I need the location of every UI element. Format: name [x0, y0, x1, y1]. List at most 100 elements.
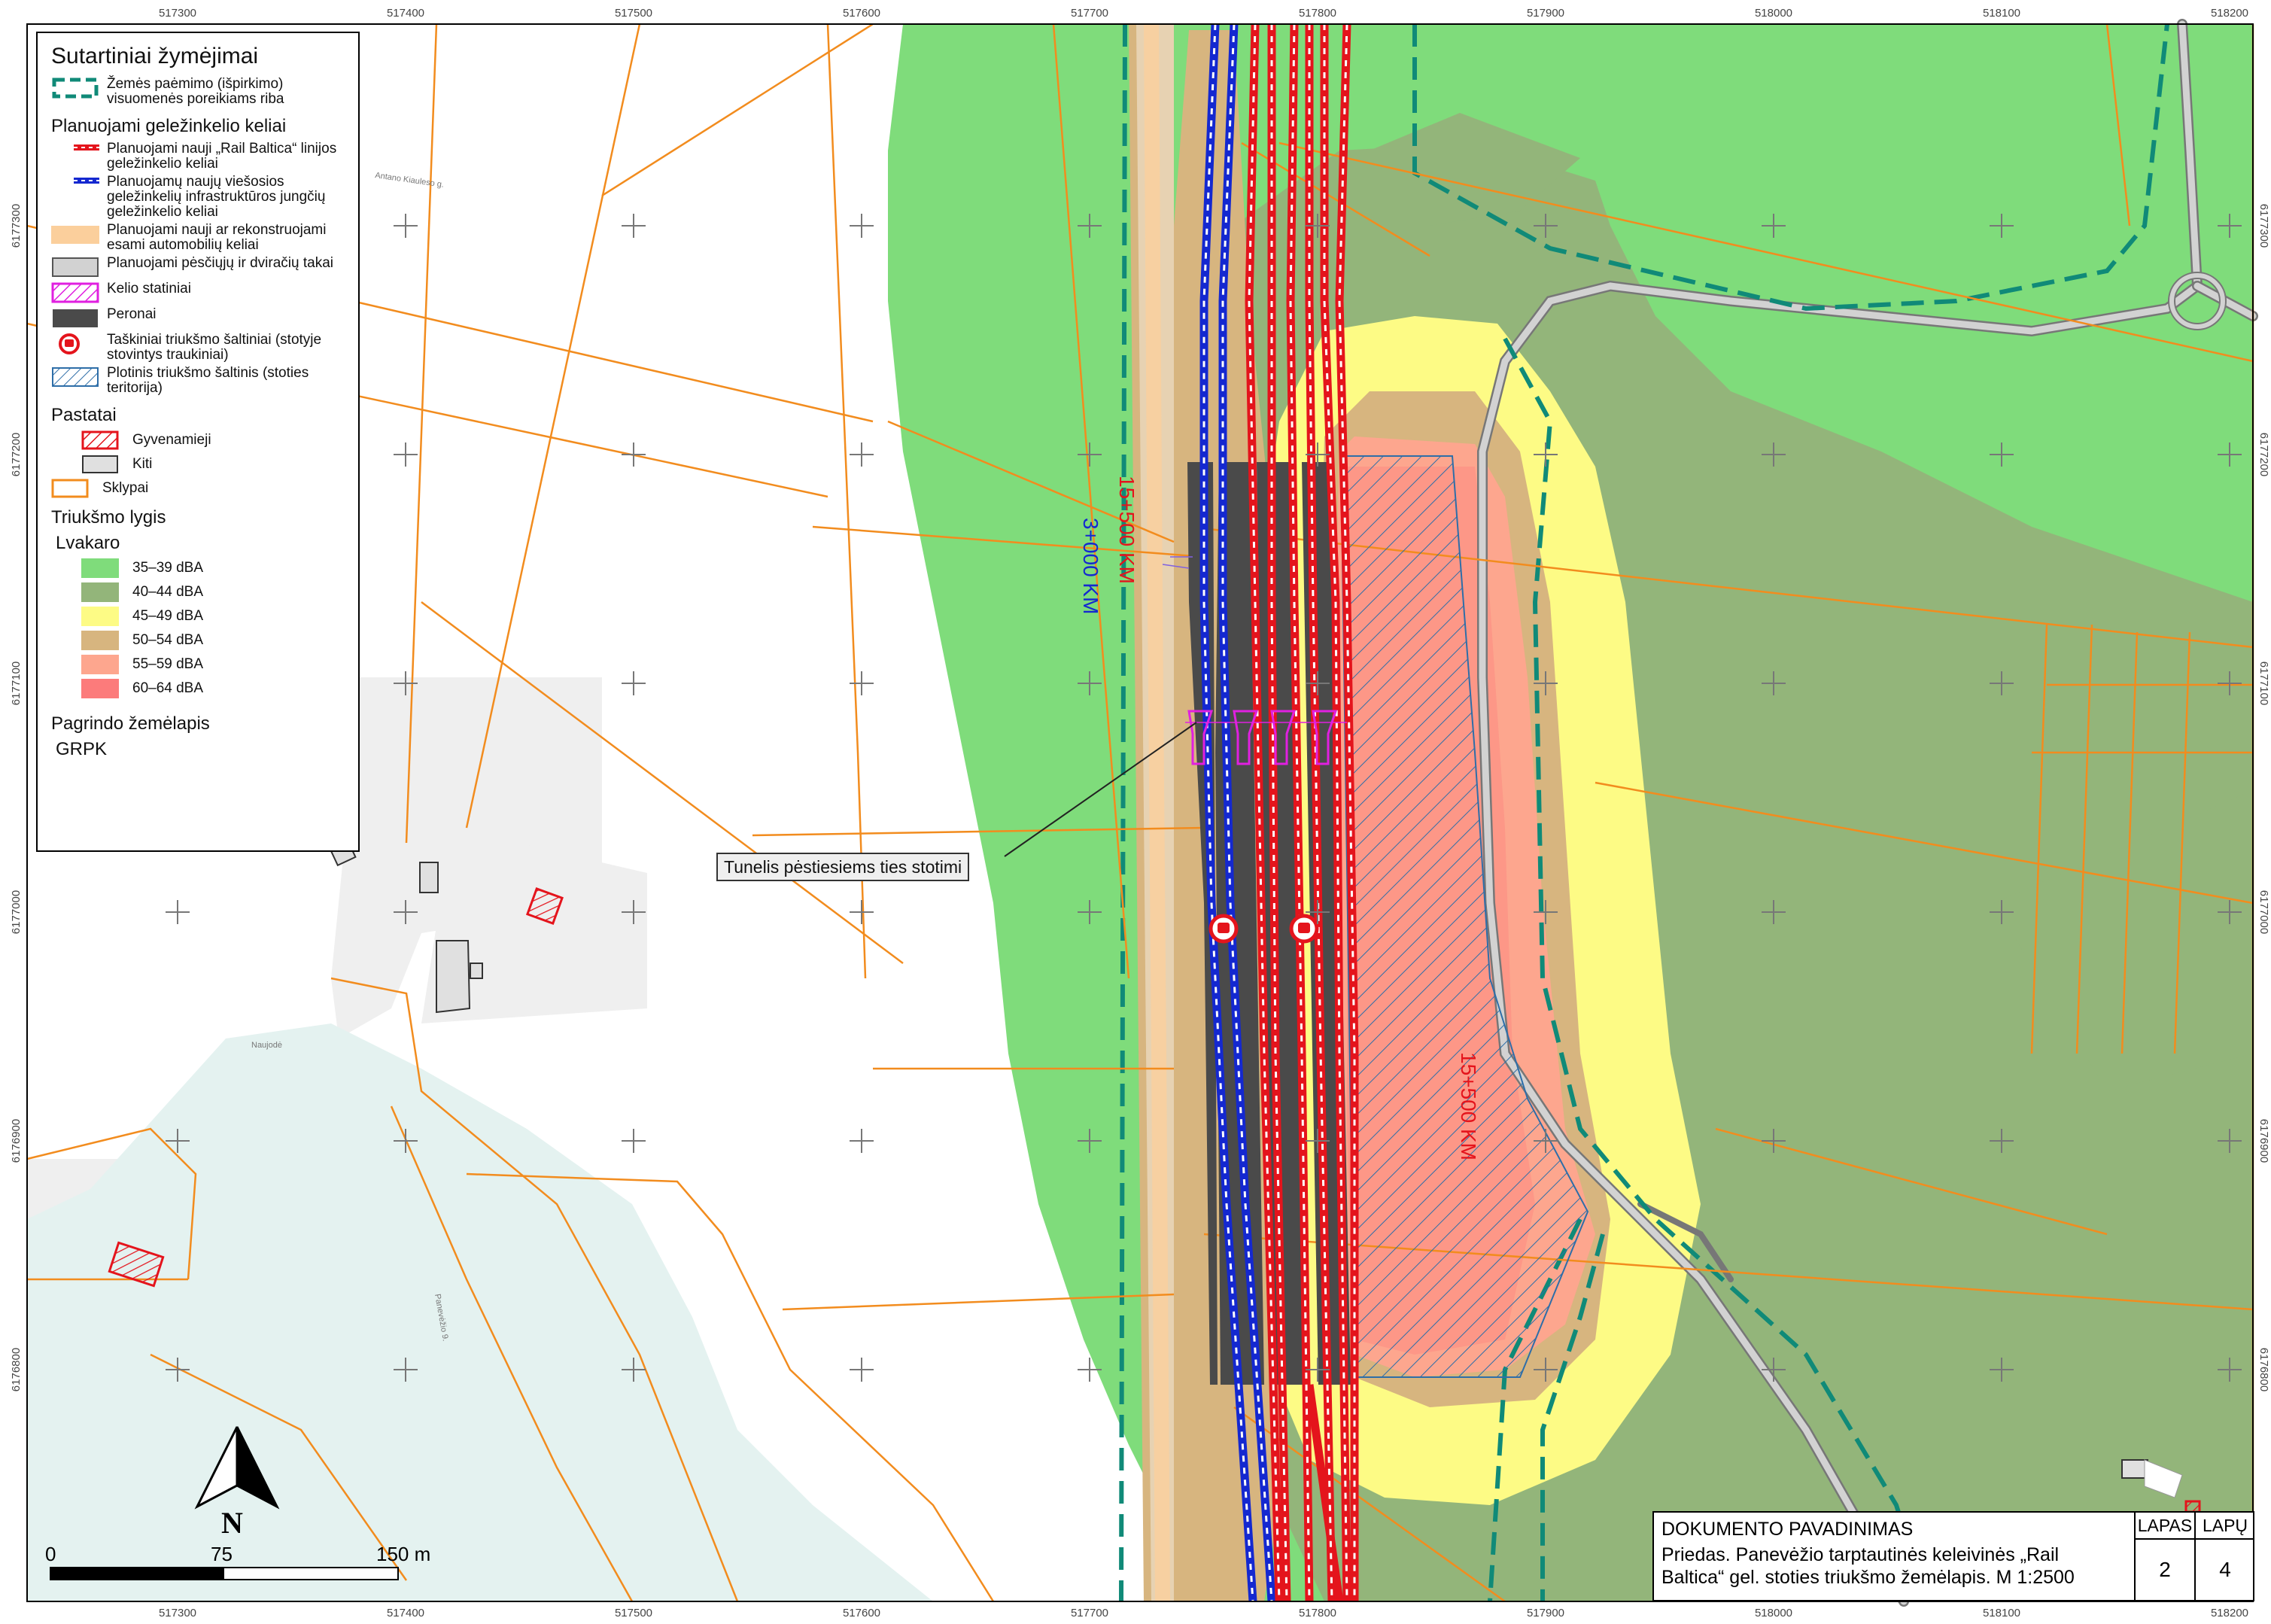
chainage-public: 3+000 KM	[1079, 518, 1102, 614]
x-coord-label: 517900	[1527, 1607, 1564, 1619]
legend-land-take: Žemės paėmimo (išpirkimo) visuomenės por…	[51, 77, 345, 107]
y-coord-label: 6176800	[2257, 1348, 2270, 1391]
y-coord-label: 6177100	[10, 661, 23, 705]
document-name: DOKUMENTO PAVADINIMAS	[1661, 1519, 1914, 1540]
y-coord-label: 6177200	[10, 433, 23, 476]
y-coord-label: 6177000	[10, 890, 23, 934]
legend-platforms: Peronai	[51, 307, 345, 330]
rail-baltica-dash	[1248, 23, 1356, 1602]
x-coord-label: 517900	[1527, 7, 1564, 20]
scale-label-75: 75	[211, 1543, 233, 1565]
x-coord-label: 517500	[615, 7, 652, 20]
sheet-count: LAPŲ 4	[2196, 1513, 2254, 1600]
scale-label-150: 150 m	[376, 1543, 431, 1565]
legend-noise-60-64: 60–64 dBA	[81, 679, 345, 698]
legend-bridges: Kelio statiniai	[51, 281, 345, 304]
basemap-water-area	[27, 1023, 933, 1601]
roads	[1477, 19, 2258, 1607]
scale-bar: 0 75 150 m	[45, 1543, 436, 1595]
legend-residential: Gyvenamieji	[81, 430, 345, 450]
legend-paths: Planuojami pėsčiųjų ir dviračių takai	[51, 256, 345, 278]
x-coord-label: 517800	[1299, 7, 1336, 20]
noise-swatch	[81, 679, 119, 698]
legend-panel: Sutartiniai žymėjimai Žemės paėmimo (išp…	[36, 32, 360, 852]
north-arrow: N	[188, 1422, 286, 1543]
y-coord-label: 6177100	[2257, 661, 2270, 705]
y-coord-label: 6177300	[2257, 204, 2270, 248]
tunnel-label: Tunelis pėstiesiems ties stotimi	[716, 853, 970, 881]
x-coord-label: 518000	[1755, 1607, 1792, 1619]
north-label: N	[221, 1506, 243, 1540]
legend-title: Sutartiniai žymėjimai	[51, 44, 259, 68]
buildings	[108, 831, 2201, 1513]
legend-noise-heading: Triukšmo lygis	[51, 507, 166, 528]
legend-basemap-heading: Pagrindo žemėlapis	[51, 713, 210, 734]
legend-noise-50-54: 50–54 dBA	[81, 631, 345, 650]
noise-swatch	[81, 631, 119, 650]
legend-noise-levels: 35–39 dBA 40–44 dBA 45–49 dBA 50–54 dBA …	[51, 558, 345, 698]
scale-segment-white	[223, 1567, 399, 1580]
y-coord-label: 6176800	[10, 1348, 23, 1391]
x-coord-label: 517700	[1071, 1607, 1108, 1619]
rail-public-dash	[1202, 23, 1273, 1602]
y-coord-label: 6177000	[2257, 890, 2270, 934]
x-coord-label: 517700	[1071, 7, 1108, 20]
bridge-structures	[1185, 710, 1347, 765]
y-coord-label: 6177300	[10, 204, 23, 248]
x-coord-label: 517400	[387, 1607, 424, 1619]
legend-noise-40-44: 40–44 dBA	[81, 582, 345, 602]
x-coord-label: 517600	[843, 7, 880, 20]
y-coord-label: 6176900	[2257, 1119, 2270, 1163]
x-coord-label: 517800	[1299, 1607, 1336, 1619]
planned-road	[1144, 24, 1170, 1601]
x-coord-label: 518100	[1983, 1607, 2020, 1619]
legend-noise-sub: Lvakaro	[56, 533, 120, 553]
legend-roads: Planuojami nauji ar rekonstruojami esami…	[51, 223, 345, 253]
x-coord-label: 517300	[159, 1607, 196, 1619]
legend-rail-rb: Planuojami nauji „Rail Baltica“ linijos …	[74, 141, 337, 172]
legend-area-noise: Plotinis triukšmo šaltinis (stoties teri…	[51, 366, 345, 396]
tunnel-leader	[1004, 722, 1197, 857]
scale-segment-black	[50, 1567, 224, 1580]
document-description: Priedas. Panevėžio tarptautinės keleivin…	[1661, 1544, 2075, 1588]
noise-swatch	[81, 582, 119, 602]
legend-buildings-heading: Pastatai	[51, 405, 117, 425]
x-coords-top: 517300 517400 517500 517600 517700 517800 5179…	[159, 7, 2248, 20]
noise-swatch	[81, 655, 119, 674]
legend-other-buildings: Kiti	[81, 455, 345, 474]
scale-label-0: 0	[45, 1543, 56, 1565]
grid-crosses	[166, 214, 2242, 1382]
noise-swatch	[81, 558, 119, 578]
x-coord-label: 518000	[1755, 7, 1792, 20]
y-coord-label: 6176900	[10, 1119, 23, 1163]
x-coord-label: 517500	[615, 1607, 652, 1619]
point-noise-sources	[1208, 914, 1319, 944]
legend-noise-35-39: 35–39 dBA	[81, 558, 345, 578]
north-arrow-icon	[194, 1426, 280, 1510]
x-coord-label: 518100	[1983, 7, 2020, 20]
legend-basemap: GRPK	[56, 739, 108, 759]
place-label: Naujodė	[251, 1041, 282, 1050]
sheet-number: LAPAS 2	[2136, 1513, 2196, 1600]
map-frame	[26, 23, 2254, 1602]
chainage-rb-right: 15+500 KM	[1457, 1052, 1480, 1160]
y-coord-label: 6177200	[2257, 433, 2270, 476]
x-coord-label: 517400	[387, 7, 424, 20]
x-coord-label: 517300	[159, 7, 196, 20]
y-coords-right: 6177300 6177200 6177100 6177000 6176900 61768…	[2257, 204, 2270, 1391]
legend-noise-45-49: 45–49 dBA	[81, 607, 345, 626]
legend-rail-heading: Planuojami geležinkelio keliai	[51, 116, 287, 136]
legend-plots: Sklypai	[51, 479, 345, 498]
legend-noise-55-59: 55–59 dBA	[81, 655, 345, 674]
y-coords-left: 6177300 6177200 6177100 6177000 6176900 61768…	[10, 204, 23, 1391]
x-coord-label: 518200	[2211, 7, 2248, 20]
x-coord-label: 517600	[843, 1607, 880, 1619]
x-coords-bottom: 517300 517400 517500 517600 517700 517800 5179…	[159, 1607, 2248, 1619]
legend-point-noise: Taškiniai triukšmo šaltiniai (stotyje st…	[51, 333, 345, 363]
area-noise-source	[1339, 455, 1589, 1378]
title-block: DOKUMENTO PAVADINIMAS Priedas. Panevėžio…	[1652, 1511, 2254, 1601]
legend-rail-public: Planuojamų naujų viešosios geležinkelių …	[74, 174, 326, 220]
noise-swatch	[81, 607, 119, 626]
x-coord-label: 518200	[2211, 1607, 2248, 1619]
